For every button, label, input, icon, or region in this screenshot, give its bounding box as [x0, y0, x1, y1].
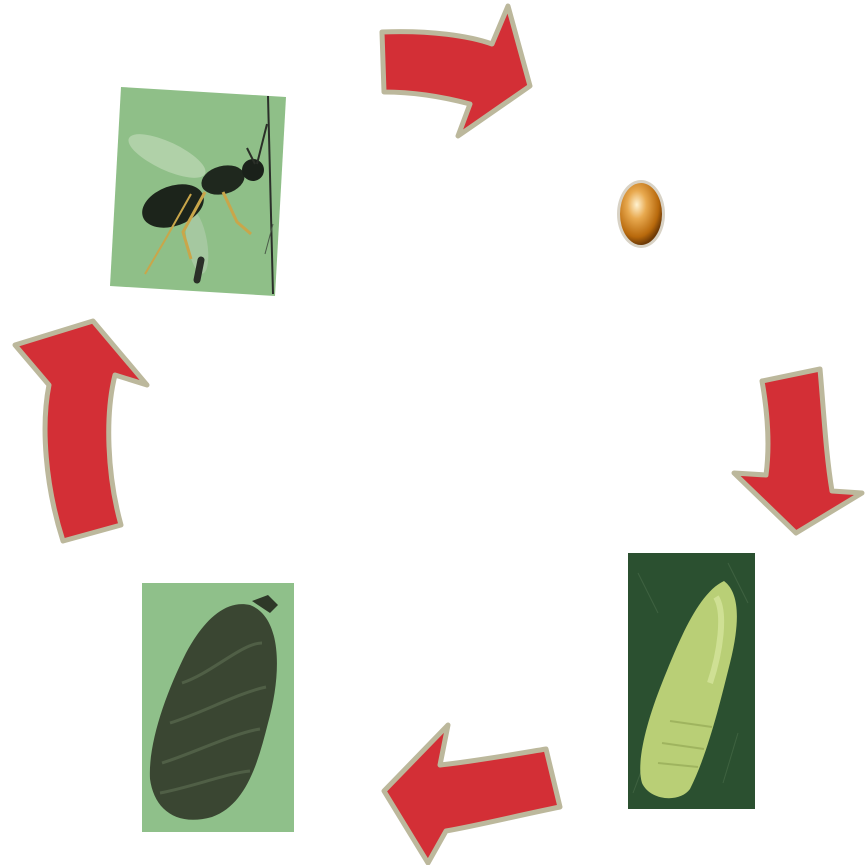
arrow-adult-to-egg: [360, 0, 560, 150]
arrow-larva-to-pupa: [370, 715, 570, 865]
egg-icon: [610, 172, 672, 252]
arrow-pupa-to-adult: [5, 305, 160, 550]
pupa-image: [142, 583, 294, 832]
arrow-egg-to-larva: [720, 355, 866, 545]
wasp-image: [105, 84, 291, 298]
larva-image: [628, 553, 755, 809]
